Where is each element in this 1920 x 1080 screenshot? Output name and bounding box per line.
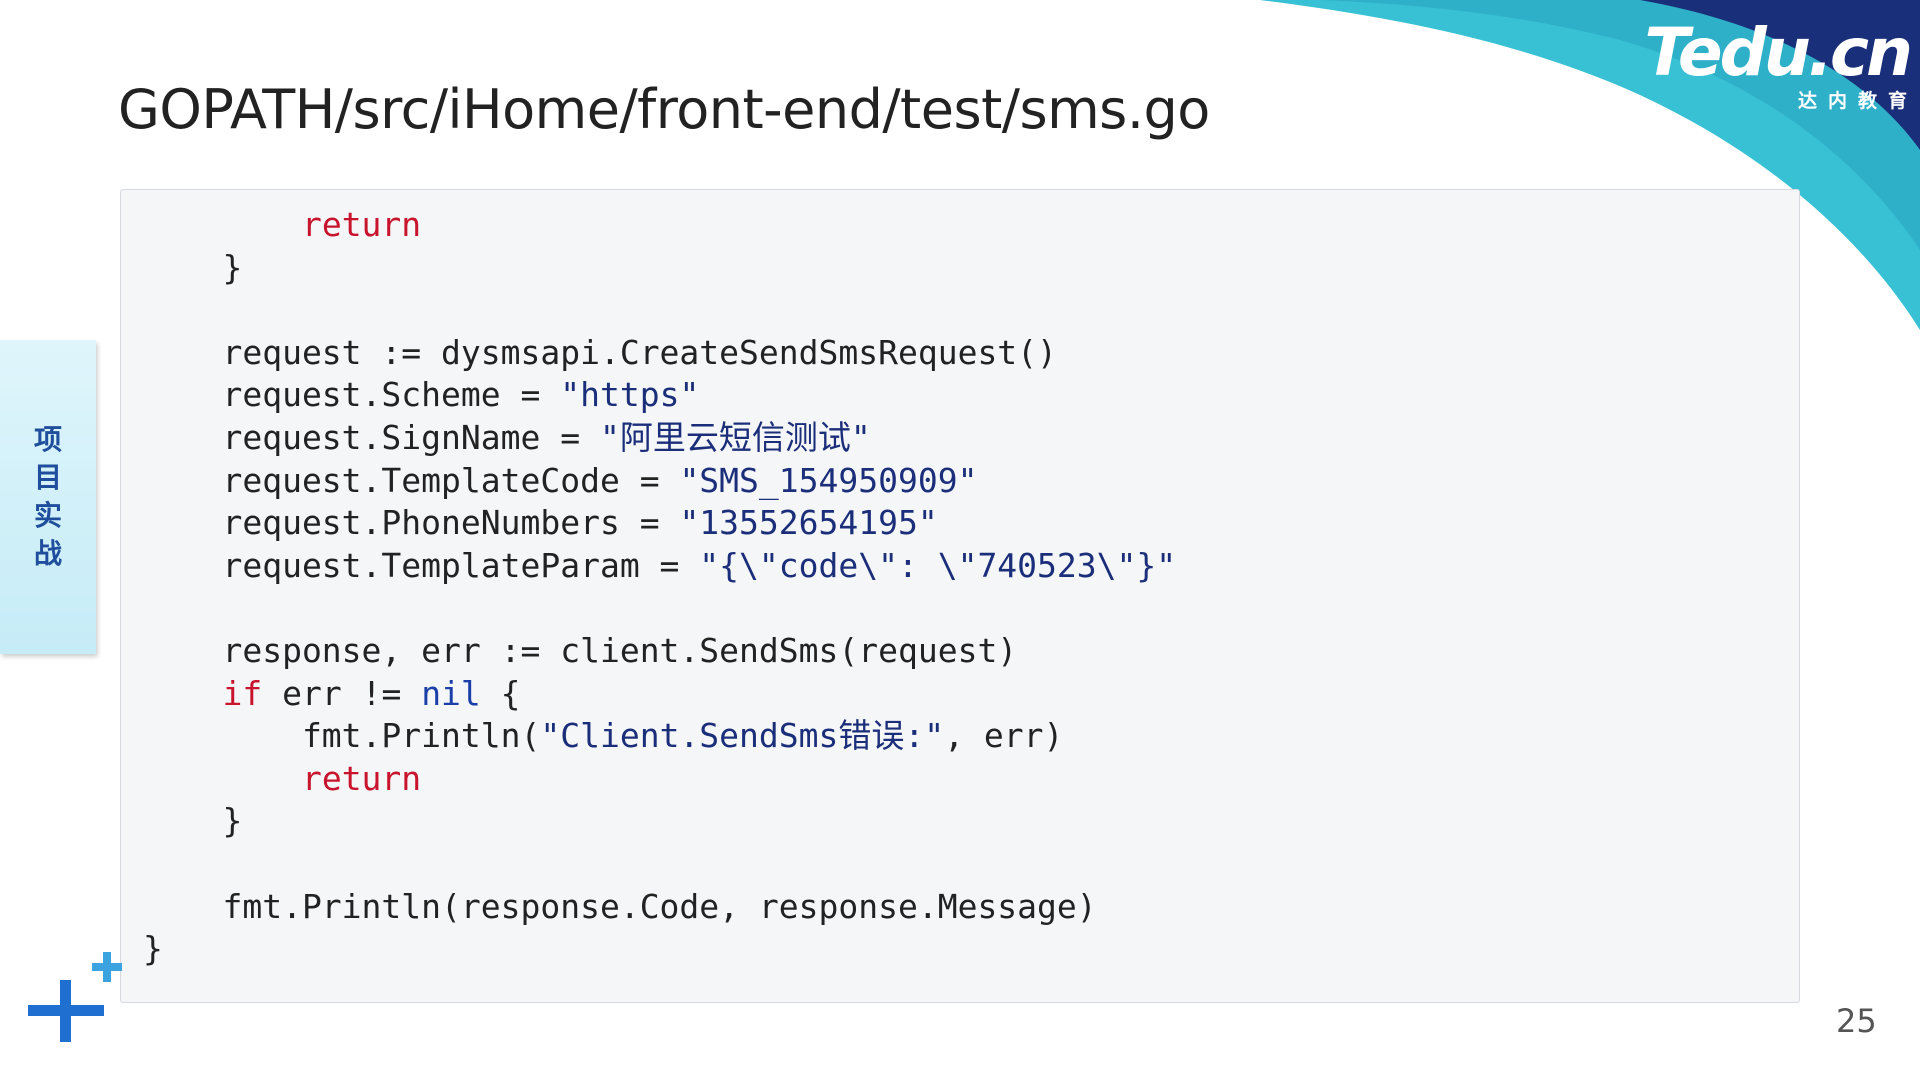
code-token: request := dysmsapi.CreateSendSmsRequest…: [143, 332, 1057, 372]
page-number: 25: [1836, 1002, 1877, 1040]
code-line: }: [143, 928, 163, 970]
code-token: nil: [421, 673, 481, 713]
section-tab-char: 项: [33, 423, 62, 456]
code-token: }: [143, 929, 163, 969]
code-line: return: [143, 204, 421, 246]
code-line: return: [143, 758, 421, 800]
code-line: }: [143, 800, 242, 842]
code-token: return: [301, 205, 422, 244]
page-title: GOPATH/src/iHome/front-end/test/sms.go: [118, 78, 1210, 141]
logo-wordmark: Tedu.cn: [1644, 14, 1913, 91]
code-line: if err != nil {: [143, 673, 521, 715]
header-swoosh-graphic: [1260, 0, 1920, 330]
code-line: fmt.Println(response.Code, response.Mess…: [143, 886, 1097, 928]
code-line: }: [143, 247, 242, 289]
code-token: [143, 205, 302, 244]
code-token: response, err := client.SendSms(request): [143, 631, 1018, 670]
code-line: request.Scheme = "https": [143, 374, 699, 416]
code-line: request.TemplateParam = "{\"code\": \"74…: [143, 545, 1176, 587]
code-token: }: [143, 247, 243, 287]
code-token: [143, 759, 302, 798]
code-token: request.SignName =: [143, 418, 600, 457]
code-token: "https": [560, 375, 700, 415]
code-line: request.TemplateCode = "SMS_154950909": [143, 460, 977, 502]
code-token: "阿里云短信测试": [599, 418, 871, 457]
code-line: request := dysmsapi.CreateSendSmsRequest…: [143, 332, 1057, 374]
code-token: request.TemplateParam =: [143, 545, 700, 585]
section-tab-char: 目: [33, 461, 62, 494]
code-token: request.PhoneNumbers =: [143, 503, 680, 543]
code-token: return: [301, 758, 422, 798]
code-token: "Client.SendSms错误:": [540, 716, 945, 756]
code-token: [143, 674, 222, 713]
small-plus-icon: [92, 952, 122, 982]
code-token: "SMS_154950909": [679, 460, 978, 500]
code-token: if: [222, 673, 263, 713]
section-tab-char: 战: [33, 537, 62, 570]
code-token: , err): [944, 716, 1064, 756]
large-plus-icon: [28, 980, 104, 1042]
code-token: request.TemplateCode =: [143, 460, 680, 500]
code-token: "{\"code\": \"740523\"}": [699, 545, 1177, 585]
logo-subtitle: 达内教育: [1797, 90, 1918, 112]
code-block: return } request := dysmsapi.CreateSendS…: [120, 189, 1800, 1003]
code-token: fmt.Println(response.Code, response.Mess…: [143, 886, 1097, 926]
code-token: }: [143, 801, 243, 841]
code-line: fmt.Println("Client.SendSms错误:", err): [143, 715, 1063, 757]
code-token: request.Scheme =: [143, 375, 561, 415]
code-token: err !=: [262, 673, 422, 713]
section-tab: 项 目 实 战: [0, 340, 96, 654]
tedu-logo: Tedu.cn 达内教育: [1630, 14, 1913, 113]
code-line: request.SignName = "阿里云短信测试": [143, 417, 871, 459]
section-tab-char: 实: [33, 499, 62, 532]
code-token: {: [480, 673, 521, 713]
code-token: "13552654195": [679, 503, 938, 543]
code-token: fmt.Println(: [143, 716, 541, 756]
code-line: request.PhoneNumbers = "13552654195": [143, 502, 938, 544]
code-line: response, err := client.SendSms(request): [143, 630, 1017, 672]
